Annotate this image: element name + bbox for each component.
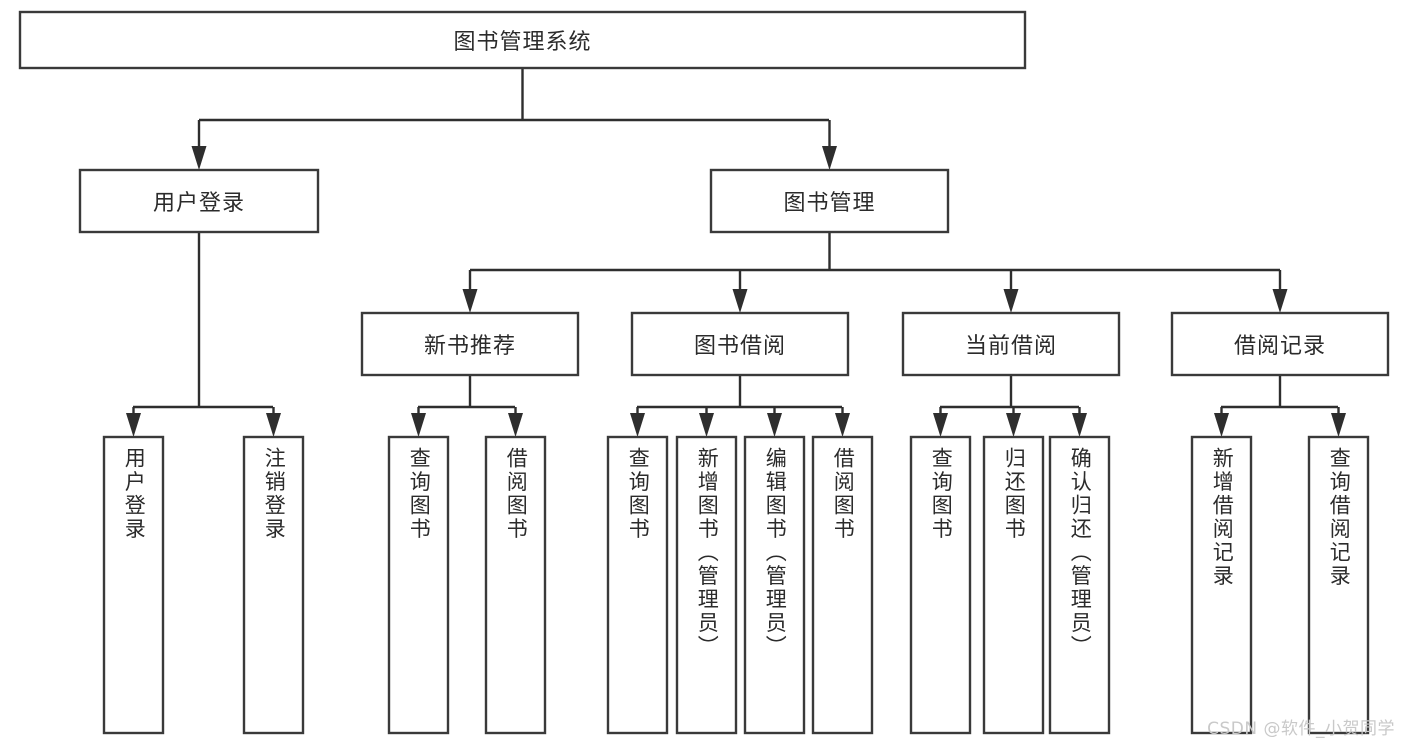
leaf-arrow-3-1-arrowhead (1006, 413, 1021, 437)
leaf-arrow-2-1-arrowhead (699, 413, 714, 437)
leaf-node[interactable] (811, 435, 874, 735)
level3-node[interactable] (630, 311, 850, 377)
leaf-arrow-2-0-arrowhead (630, 413, 645, 437)
leaf-arrow-2-2-arrowhead (767, 413, 782, 437)
leaf-arrow-2-3-arrowhead (835, 413, 850, 437)
level3-node[interactable] (360, 311, 580, 377)
leaf-arrow-1-1-arrowhead (508, 413, 523, 437)
root-node[interactable] (18, 10, 1027, 70)
level3-node[interactable] (1170, 311, 1390, 377)
leaf-node[interactable] (387, 435, 450, 735)
leaf-arrow-3-2-arrowhead (1072, 413, 1087, 437)
leaf-node[interactable] (606, 435, 669, 735)
leaf-node[interactable] (242, 435, 305, 735)
leaf-node[interactable] (982, 435, 1045, 735)
leaf-node[interactable] (1307, 435, 1370, 735)
level2-node[interactable] (78, 168, 320, 234)
leaf-node[interactable] (675, 435, 738, 735)
leaf-node[interactable] (102, 435, 165, 735)
leaf-node[interactable] (484, 435, 547, 735)
mgmt-to-l3-1-arrowhead (732, 289, 748, 313)
level2-node[interactable] (709, 168, 950, 234)
leaf-node[interactable] (1190, 435, 1253, 735)
csdn-watermark: CSDN @软件_小贺同学 (1207, 719, 1395, 739)
mgmt-to-l3-0-arrowhead (462, 289, 478, 313)
root-to-l2-0-arrowhead (191, 146, 207, 170)
level3-node[interactable] (901, 311, 1121, 377)
leaf-node[interactable] (743, 435, 806, 735)
leaf-node[interactable] (1048, 435, 1111, 735)
leaf-arrow-0-1-arrowhead (266, 413, 281, 437)
mgmt-to-l3-3-arrowhead (1272, 289, 1288, 313)
leaf-node[interactable] (909, 435, 972, 735)
root-to-l2-1-arrowhead (822, 146, 837, 170)
leaf-arrow-3-0-arrowhead (933, 413, 948, 437)
leaf-arrow-4-1-arrowhead (1331, 413, 1346, 437)
connectors-layer (126, 68, 1346, 437)
leaf-arrow-1-0-arrowhead (411, 413, 426, 437)
leaf-arrow-0-0-arrowhead (126, 413, 141, 437)
leaf-arrow-4-0-arrowhead (1214, 413, 1229, 437)
mgmt-to-l3-2-arrowhead (1003, 289, 1019, 313)
boxes-layer (18, 10, 1390, 735)
